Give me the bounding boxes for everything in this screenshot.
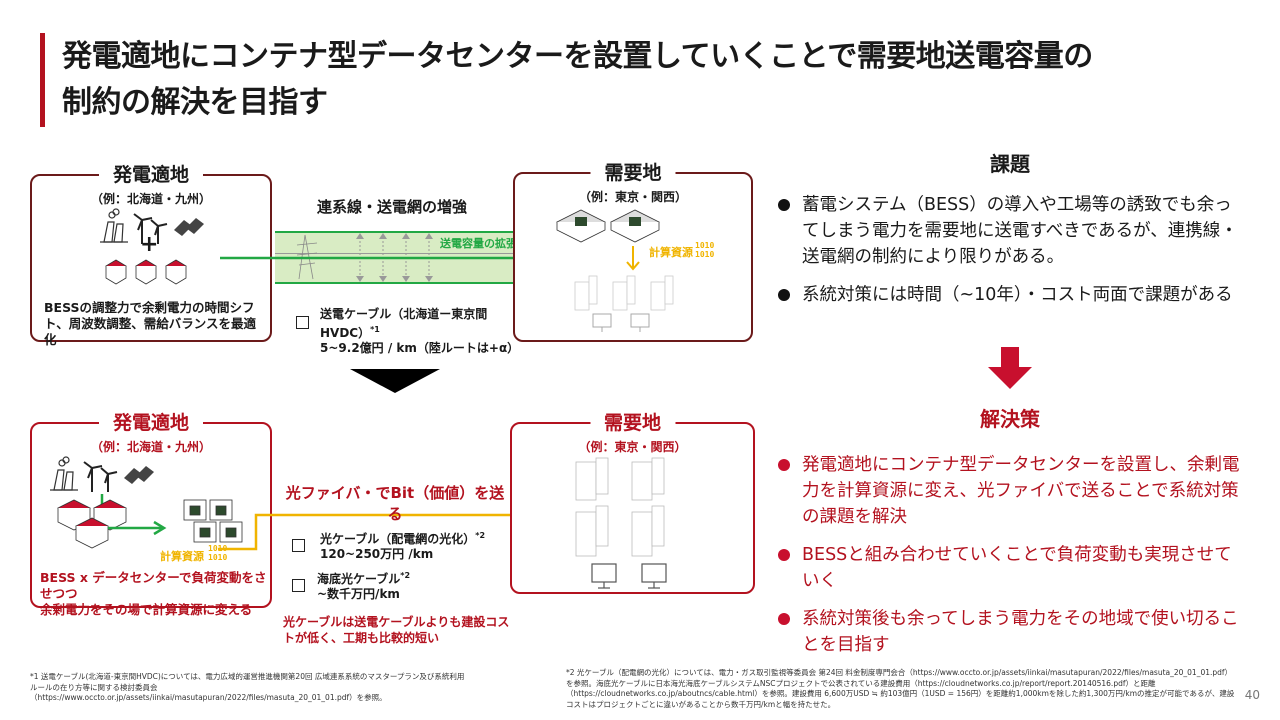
checkbox-icon: [292, 539, 305, 552]
checkbox-icon: [296, 316, 309, 329]
solution-text: 系統対策後も余ってしまう電力をその地域で使い切ることを目指す: [802, 609, 1239, 655]
solar-panel-icon: [124, 466, 154, 484]
after-cost-item-2: 海底光ケーブル*2 ~数千万円/km: [292, 568, 512, 602]
after-demand-title: 需要地: [589, 408, 676, 435]
transition-down-arrow-icon: [350, 369, 440, 393]
bits-row: 1010: [208, 544, 228, 553]
after-cost1-line2: 120~250万円 /km: [320, 547, 434, 561]
before-link-heading: 連系線・送電網の増強: [316, 198, 467, 216]
before-cost-item: 送電ケーブル（北海道ー東京間HVDC）*1 5~9.2億円 / km（陸ルートは…: [296, 307, 520, 356]
issues-title: 課題: [990, 152, 1030, 176]
solution-bullet: BESSと組み合わせていくことで負荷変動も実現させていく: [778, 542, 1248, 594]
bits-row: 1010: [208, 553, 228, 562]
container-datacenter-icon: [556, 209, 660, 243]
monitor-icon: [592, 313, 650, 332]
title-accent-bar: [40, 33, 45, 127]
solutions-title: 解決策: [980, 407, 1040, 431]
battery-storage-icon: [57, 499, 127, 549]
power-generation-icons: [50, 456, 154, 492]
solution-bullet: 系統対策後も余ってしまう電力をその地域で使い切ることを目指す: [778, 606, 1248, 658]
wind-turbine-icon: [133, 213, 168, 244]
battery-storage-icon: [105, 259, 187, 285]
thermal-plant-icon: [50, 456, 78, 491]
before-cost-line2: 5~9.2億円 / km（陸ルートは+α）: [320, 341, 520, 355]
bullet-dot-icon: [778, 289, 790, 301]
bullet-dot-icon: [778, 613, 790, 625]
solution-text: BESSと組み合わせていくことで負荷変動も実現させていく: [802, 545, 1232, 591]
server-icons: [575, 457, 667, 589]
binary-bits: 1010 1010: [208, 544, 227, 562]
page-title-line2: 制約の解決を目指す: [62, 85, 328, 120]
after-supply-desc-line2: 余剰電力をその場で計算資源に変える: [40, 602, 253, 617]
server-icons: [574, 275, 674, 332]
after-supply-title: 発電適地: [98, 408, 204, 435]
before-cost-line1: 送電ケーブル（北海道ー東京間HVDC）: [320, 307, 488, 340]
thermal-plant-icon: [100, 208, 128, 243]
footnote-ref: *2: [400, 571, 411, 580]
after-cost2-line1: 海底光ケーブル: [317, 572, 401, 586]
after-compute-label: 計算資源: [160, 550, 204, 563]
solutions-list: 発電適地にコンテナ型データセンターを設置し、余剰電力を計算資源に変え、光ファイバ…: [778, 452, 1248, 670]
before-compute-label: 計算資源: [649, 246, 693, 259]
issues-list: 蓄電システム（BESS）の導入や工場等の誘致でも余ってしまう電力を需要地に送電す…: [778, 192, 1248, 320]
solution-text: 発電適地にコンテナ型データセンターを設置し、余剰電力を計算資源に変え、光ファイバ…: [802, 455, 1240, 527]
before-supply-subtitle: （例：北海道・九州）: [90, 192, 211, 206]
page-title-line1: 発電適地にコンテナ型データセンターを設置していくことで需要地送電容量の: [62, 39, 1093, 74]
red-down-arrow-icon: [988, 347, 1032, 389]
after-cost2-line2: ~数千万円/km: [317, 587, 400, 601]
fiber-cost-note: 光ケーブルは送電ケーブルよりも建設コストが低く、工期も比較的短い: [283, 615, 510, 645]
bullet-dot-icon: [778, 459, 790, 471]
plus-sign: +: [140, 232, 159, 257]
band-label: 送電容量の拡張: [440, 237, 517, 250]
after-cost-item-1: 光ケーブル（配電網の光化）*2 120~250万円 /km: [292, 528, 512, 562]
server-rack-icon: [574, 275, 674, 311]
container-datacenter-icons: [556, 209, 660, 243]
after-cost1-line1: 光ケーブル（配電網の光化）: [320, 532, 476, 546]
bess-icons: [105, 259, 187, 285]
after-supply-box: 発電適地 （例：北海道・九州）: [30, 408, 272, 617]
page-title: 発電適地にコンテナ型データセンターを設置していくことで需要地送電容量の 制約の解…: [62, 34, 1182, 126]
after-link-heading: 光ファイバ・でBit（価値）を送る: [285, 484, 505, 523]
container-datacenter-icon: [183, 499, 243, 543]
page-number: 40: [1244, 688, 1260, 702]
server-rack-icon: [575, 457, 665, 557]
issue-bullet: 蓄電システム（BESS）の導入や工場等の誘致でも余ってしまう電力を需要地に送電す…: [778, 192, 1248, 270]
footnote-ref: *1: [370, 325, 380, 334]
bits-row: 1010: [695, 250, 715, 259]
down-arrow-icon: [626, 246, 640, 271]
before-demand-title: 需要地: [590, 158, 676, 185]
solar-panel-icon: [174, 218, 204, 236]
after-demand-subtitle: （例：東京・関西）: [578, 440, 687, 454]
before-demand-subtitle: （例：東京・関西）: [578, 190, 687, 204]
issue-text: 蓄電システム（BESS）の導入や工場等の誘致でも余ってしまう電力を需要地に送電す…: [802, 195, 1238, 267]
bits-row: 1010: [695, 241, 715, 250]
solution-bullet: 発電適地にコンテナ型データセンターを設置し、余剰電力を計算資源に変え、光ファイバ…: [778, 452, 1248, 530]
power-generation-icons: [100, 208, 204, 244]
before-demand-box: 需要地 （例：東京・関西） 計算資源 1010 1010: [513, 158, 753, 342]
monitor-icon: [591, 563, 667, 589]
issue-text: 系統対策には時間（~10年）・コスト両面で課題がある: [802, 285, 1233, 305]
after-supply-desc-line1: BESS x データセンターで負荷変動をさせつつ: [40, 570, 267, 601]
footnote-2: *2 光ケーブル（配電網の光化）については、電力・ガス取引監視等委員会 第24回…: [566, 668, 1235, 709]
bess-datacenter-flow: [57, 494, 243, 549]
bullet-dot-icon: [778, 549, 790, 561]
before-supply-title: 発電適地: [98, 160, 204, 187]
footnote-ref: *2: [475, 531, 486, 540]
after-demand-box: 需要地 （例：東京・関西）: [510, 408, 755, 594]
checkbox-icon: [292, 579, 305, 592]
before-supply-description: BESSの調整力で余剰電力の時間シフト、周波数調整、需給バランスを最適化: [44, 300, 257, 347]
after-supply-description: BESS x データセンターで負荷変動をさせつつ 余剰電力をその場で計算資源に変…: [40, 570, 270, 618]
after-supply-subtitle: （例：北海道・九州）: [90, 440, 211, 454]
binary-bits: 1010 1010: [695, 241, 714, 259]
footnote-1: *1 送電ケーブル(北海道-東京間HVDC)については、電力広域的運営推進機関第…: [30, 672, 465, 702]
bullet-dot-icon: [778, 199, 790, 211]
wind-turbine-icon: [83, 461, 118, 492]
issue-bullet: 系統対策には時間（~10年）・コスト両面で課題がある: [778, 282, 1248, 308]
